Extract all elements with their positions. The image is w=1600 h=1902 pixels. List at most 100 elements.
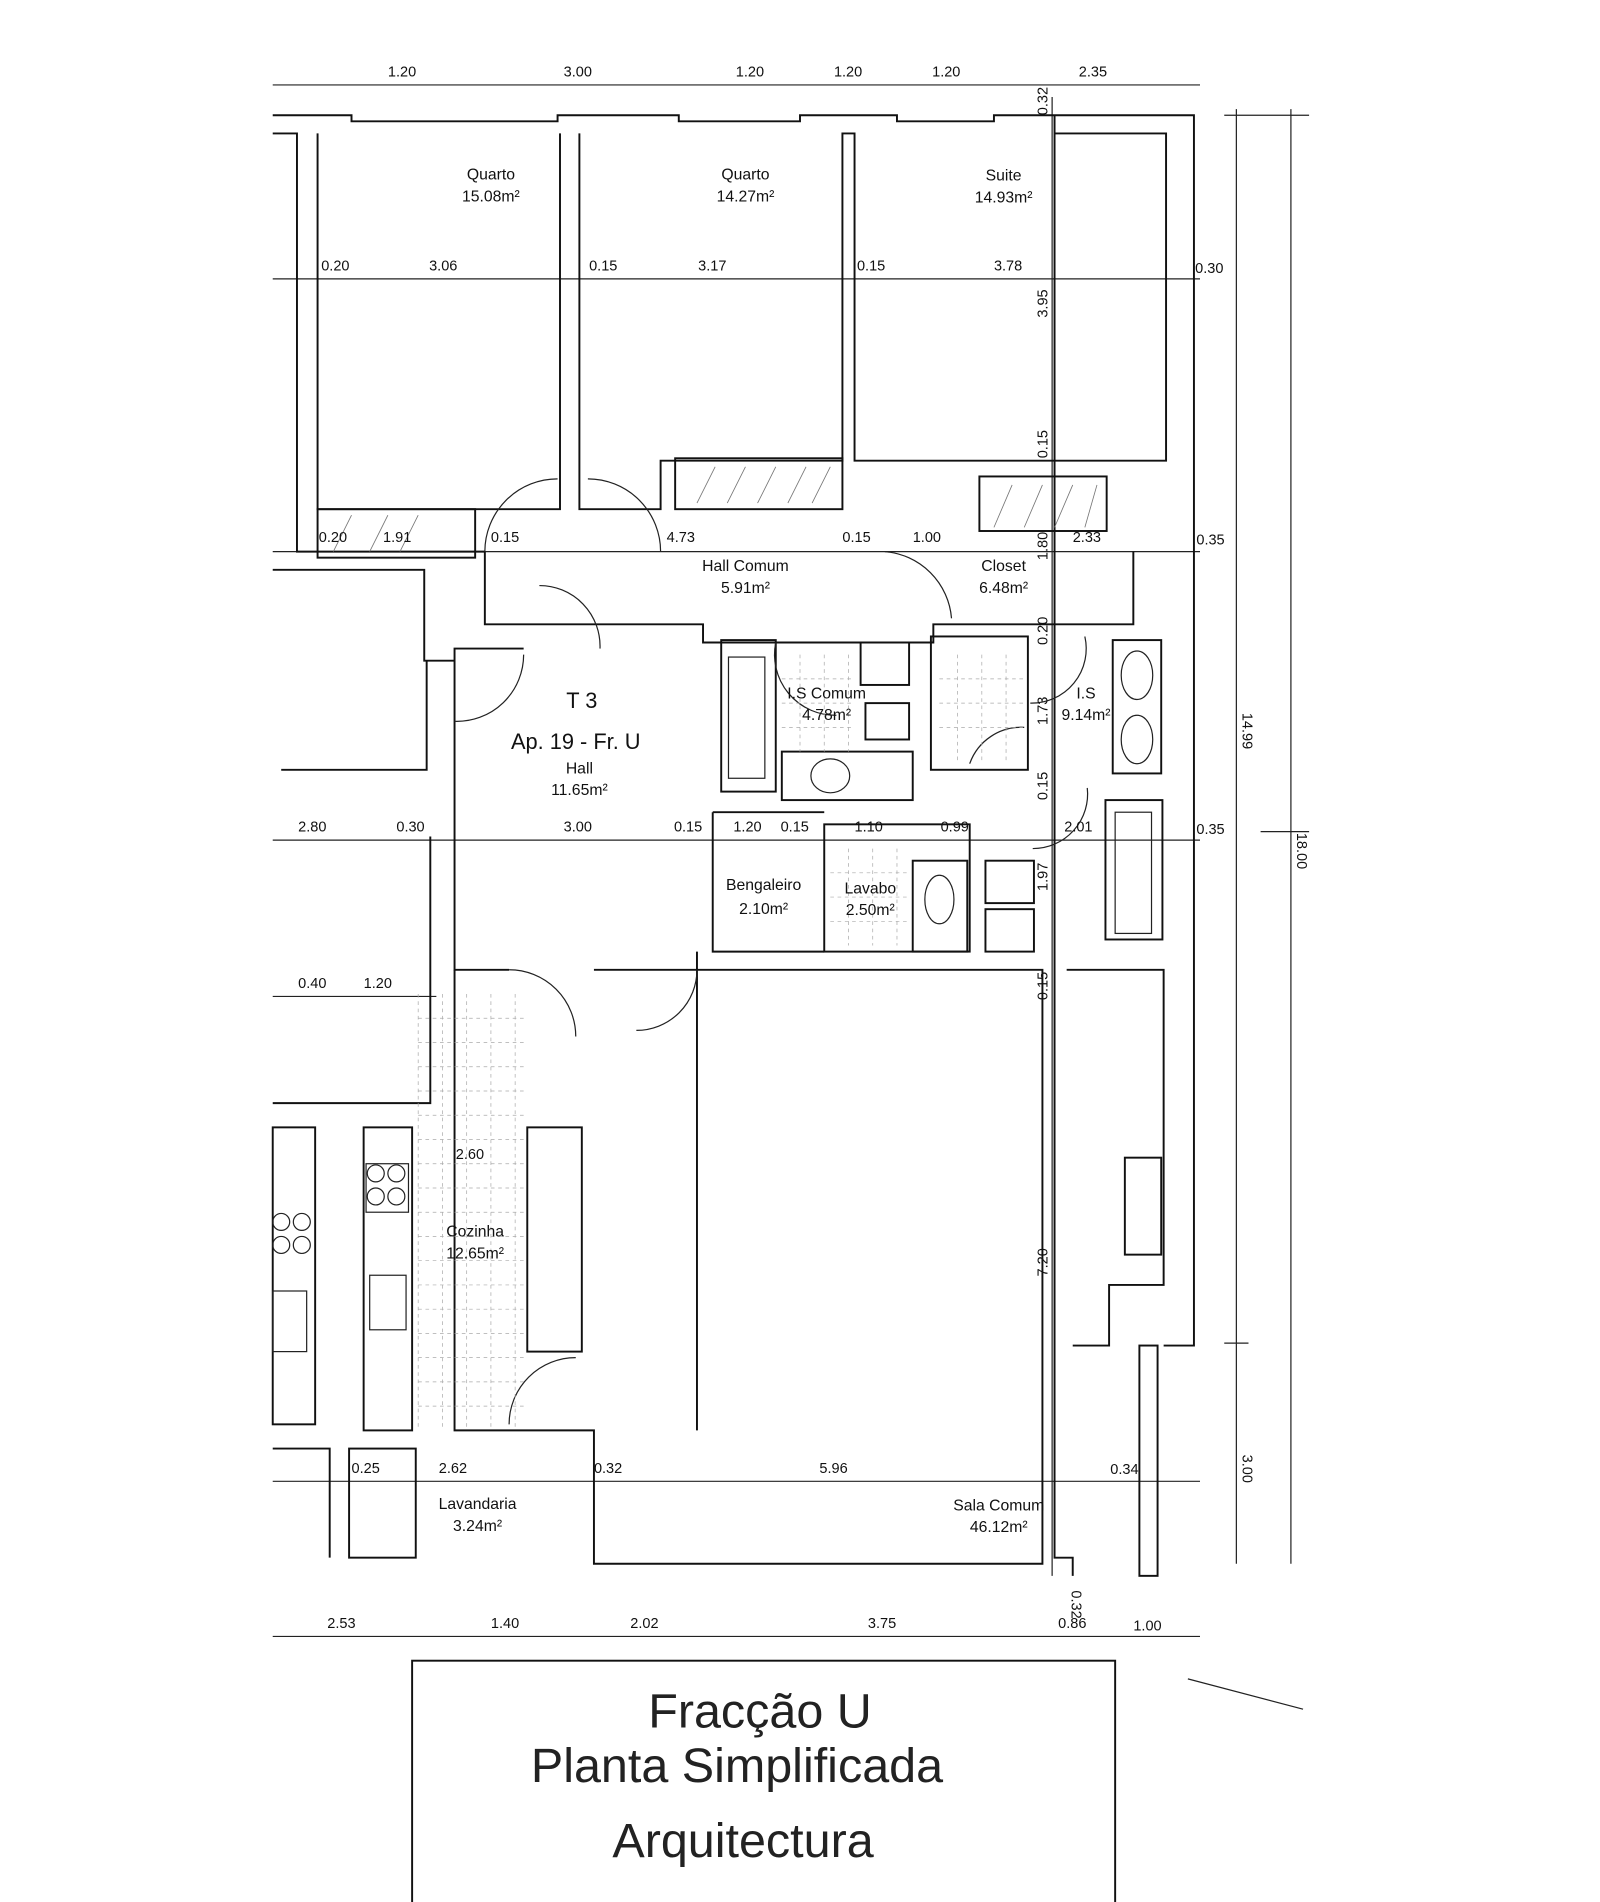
- room-area: 9.14m²: [1062, 707, 1111, 724]
- dim-label: 0.20: [321, 258, 349, 274]
- dim-label: 2.60: [456, 1147, 484, 1163]
- dimension-lines: [272, 84, 1310, 1710]
- dim-label: 0.15: [842, 530, 870, 546]
- apartment-type: T 3: [566, 688, 597, 713]
- dim-label: 1.00: [1133, 1618, 1161, 1634]
- room-area: 3.24m²: [453, 1518, 502, 1535]
- dim-label: 0.15: [674, 820, 702, 836]
- room-area: 46.12m²: [970, 1519, 1028, 1536]
- dim-label: 3.78: [994, 258, 1022, 274]
- dim-label: 1.10: [855, 820, 883, 836]
- dim-label: 1.00: [913, 530, 941, 546]
- room-area: 2.10m²: [739, 901, 788, 918]
- dim-label: 1.40: [491, 1616, 519, 1632]
- room-name: Hall Comum: [702, 558, 789, 575]
- dim-label: 3.95: [1035, 289, 1051, 317]
- title-fraction: Fracção U: [648, 1684, 872, 1738]
- dim-label: 4.73: [667, 530, 695, 546]
- title-plan: Planta Simplificada: [531, 1739, 943, 1793]
- dim-label: 1.91: [383, 530, 411, 546]
- dim-label: 3.06: [429, 258, 457, 274]
- dim-label: 3.00: [564, 820, 592, 836]
- room-area: 6.48m²: [979, 580, 1028, 597]
- dim-label: 3.00: [1238, 1455, 1254, 1483]
- dim-label: 0.15: [1035, 430, 1051, 458]
- title-block: Fracção U Planta Simplificada Arquitectu…: [531, 1684, 943, 1868]
- dim-label: 1.20: [733, 820, 761, 836]
- dim-label: 0.15: [491, 530, 519, 546]
- vertical-dimension-labels: 0.32 3.95 0.15 1.80 0.20 1.73 0.15 1.97 …: [1035, 87, 1309, 1619]
- dim-label: 0.20: [1035, 617, 1051, 645]
- dim-label: 7.20: [1035, 1248, 1051, 1276]
- dim-label: 0.15: [781, 820, 809, 836]
- room-area: 4.78m²: [802, 707, 851, 724]
- room-name: I.S: [1076, 685, 1095, 702]
- dim-label: 3.17: [698, 258, 726, 274]
- dim-label: 2.02: [630, 1616, 658, 1632]
- dim-label: 0.86: [1058, 1616, 1086, 1632]
- room-area: 14.93m²: [975, 190, 1033, 207]
- dim-label: 0.20: [319, 530, 347, 546]
- dim-label: 2.62: [439, 1461, 467, 1477]
- dim-label: 0.35: [1196, 822, 1224, 838]
- apartment-unit: Ap. 19 - Fr. U: [511, 729, 641, 754]
- dim-label: 0.35: [1196, 532, 1224, 548]
- dim-label: 0.25: [352, 1461, 380, 1477]
- dim-label: 0.32: [1035, 87, 1051, 115]
- dim-label: 1.97: [1035, 863, 1051, 891]
- dim-label: 2.80: [298, 820, 326, 836]
- dim-label: 1.73: [1035, 697, 1051, 725]
- dim-label: 2.35: [1079, 64, 1107, 80]
- dim-label: 0.34: [1110, 1462, 1138, 1478]
- room-name: Closet: [981, 558, 1026, 575]
- dim-label: 0.15: [1035, 772, 1051, 800]
- room-name: Hall: [566, 760, 593, 777]
- room-name: Quarto: [467, 166, 515, 183]
- dim-label: 0.32: [1068, 1590, 1084, 1618]
- room-name: Lavabo: [844, 880, 896, 897]
- room-name: Suite: [986, 168, 1022, 185]
- room-labels: Quarto 15.08m² Quarto 14.27m² Suite 14.9…: [439, 166, 1111, 1536]
- tile-grid: [417, 654, 1025, 1431]
- room-name: Quarto: [721, 166, 769, 183]
- wardrobe-hatching: [332, 466, 1098, 552]
- dim-label: 0.15: [857, 258, 885, 274]
- dim-label: 3.00: [564, 64, 592, 80]
- dimension-labels: 1.20 3.00 1.20 1.20 1.20 2.35 0.20 3.06 …: [298, 64, 1224, 1634]
- room-area: 15.08m²: [462, 188, 520, 205]
- dim-label: 1.80: [1035, 532, 1051, 560]
- dim-label: 1.20: [388, 64, 416, 80]
- room-area: 11.65m²: [551, 782, 608, 799]
- dim-label: 3.75: [868, 1616, 896, 1632]
- room-area: 12.65m²: [446, 1245, 504, 1262]
- dim-label: 2.33: [1073, 530, 1101, 546]
- room-name: Sala Comum: [953, 1497, 1044, 1514]
- title-discipline: Arquitectura: [612, 1814, 873, 1868]
- walls: [271, 114, 1195, 1902]
- dim-label: 0.15: [589, 258, 617, 274]
- room-area: 5.91m²: [721, 580, 770, 597]
- room-name: I.S Comum: [787, 685, 866, 702]
- dim-label: 0.40: [298, 976, 326, 992]
- dim-label: 2.53: [327, 1616, 355, 1632]
- dim-label: 0.30: [396, 820, 424, 836]
- room-area: 2.50m²: [846, 902, 895, 919]
- dim-label: 2.01: [1064, 820, 1092, 836]
- dim-label: 0.15: [1035, 972, 1051, 1000]
- dim-label: 1.20: [736, 64, 764, 80]
- room-area: 14.27m²: [717, 188, 775, 205]
- dim-label: 5.96: [819, 1461, 847, 1477]
- dim-label: 1.20: [834, 64, 862, 80]
- dim-label: 1.20: [932, 64, 960, 80]
- dim-label: 1.20: [364, 976, 392, 992]
- dim-label: 0.99: [941, 820, 969, 836]
- dim-label: 0.32: [594, 1461, 622, 1477]
- fixtures: [272, 650, 1154, 1353]
- room-name: Bengaleiro: [726, 877, 802, 894]
- room-name: Lavandaria: [439, 1496, 517, 1513]
- dim-label: 14.99: [1238, 713, 1254, 749]
- dim-label: 18.00: [1293, 833, 1309, 869]
- room-name: Cozinha: [446, 1223, 504, 1240]
- dim-label: 0.30: [1195, 261, 1223, 277]
